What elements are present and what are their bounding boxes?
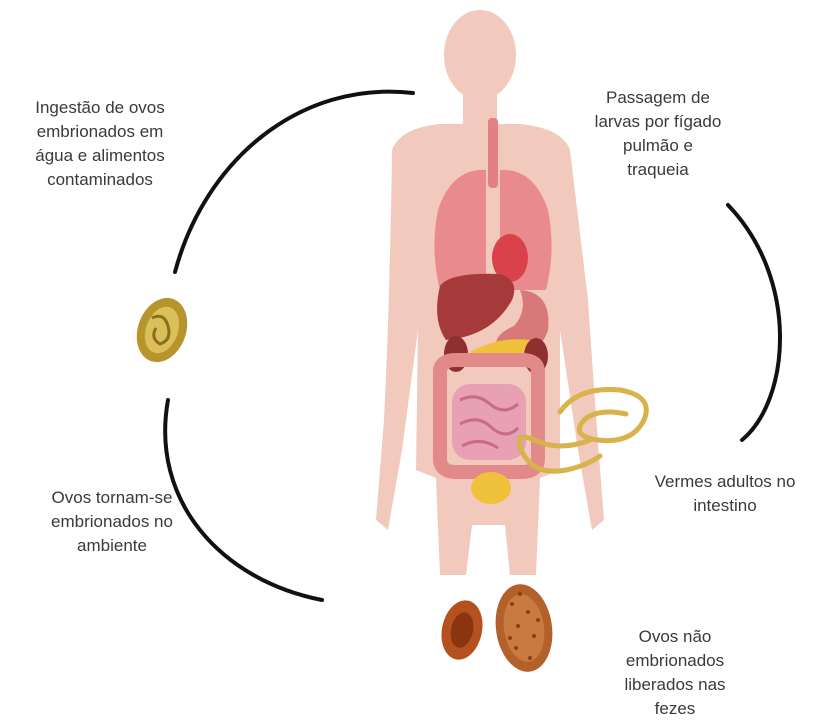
label-line: Ovos não [590, 625, 760, 649]
label-line: Ingestão de ovos [0, 96, 200, 120]
label-adult-worms: Vermes adultos no intestino [625, 470, 825, 518]
label-larvae-passage: Passagem de larvas por fígado pulmão e t… [548, 86, 768, 182]
embryonated-egg-icon [128, 291, 196, 369]
label-line: água e alimentos [0, 144, 200, 168]
label-line: embrionados [590, 649, 760, 673]
label-eggs-feces: Ovos não embrionados liberados nas fezes [590, 625, 760, 721]
label-line: Passagem de [548, 86, 768, 110]
label-line: Ovos tornam-se [12, 486, 212, 510]
label-line: ambiente [12, 534, 212, 558]
label-line: contaminados [0, 168, 200, 192]
label-eggs-embryonate: Ovos tornam-se embrionados no ambiente [12, 486, 212, 558]
label-line: liberados nas [590, 673, 760, 697]
label-line: pulmão e [548, 134, 768, 158]
label-line: embrionados em [0, 120, 200, 144]
label-line: embrionados no [12, 510, 212, 534]
label-line: fezes [590, 697, 760, 721]
label-line: traqueia [548, 158, 768, 182]
unembryonated-egg-icon [436, 581, 558, 676]
arc-larvae [728, 205, 780, 440]
label-line: Vermes adultos no [625, 470, 825, 494]
label-line: intestino [625, 494, 825, 518]
label-line: larvas por fígado [548, 110, 768, 134]
label-ingestion: Ingestão de ovos embrionados em água e a… [0, 96, 200, 192]
arc-ingestion [175, 92, 413, 272]
